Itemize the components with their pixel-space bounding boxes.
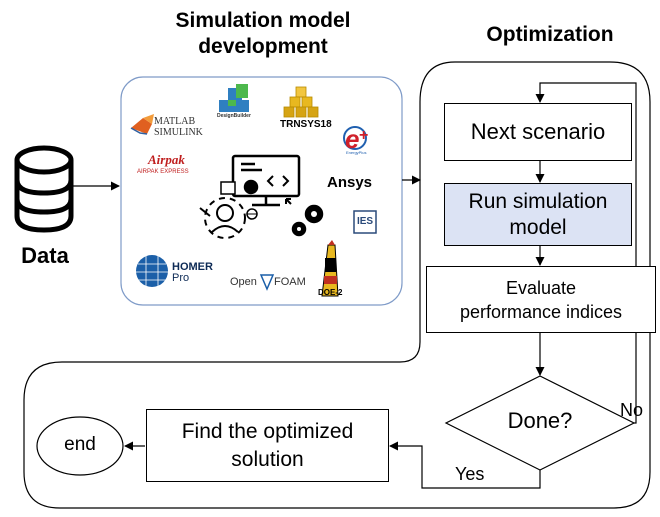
matlab-text: MATLAB [154, 116, 196, 127]
end-terminal [36, 416, 124, 476]
trnsys-logo-icon [283, 86, 319, 118]
data-label: Data [21, 243, 69, 268]
run-simulation-line1: Run simulation [468, 189, 608, 213]
evaluate-line1: Evaluate [505, 277, 577, 298]
find-solution-line2: solution [231, 447, 304, 471]
airpak-express-text: AIRPAK EXPRESS [137, 169, 189, 175]
evaluate-box: Evaluate performance indices [426, 266, 656, 333]
homer-text: HOMER [172, 261, 213, 273]
ies-text: IES [356, 216, 374, 227]
matlab-logo: MATLAB SIMULINK [154, 116, 203, 138]
openfoam-open-text: Open [230, 276, 257, 288]
no-branch-loop [535, 82, 637, 424]
optimization-heading: Optimization [486, 23, 614, 46]
simulation-heading: Simulation model development [118, 8, 408, 60]
yes-branch-path [389, 441, 541, 489]
simulink-text: SIMULINK [154, 127, 203, 138]
energyplus-text: EnergyPlus [346, 150, 367, 155]
find-solution-line1: Find the optimized [181, 419, 354, 443]
engineering-illustration-icon [199, 154, 324, 239]
openfoam-logo-icon [259, 274, 275, 291]
doe2-logo-icon [321, 240, 339, 297]
ies-logo-icon [353, 210, 377, 234]
homer-pro-text: Pro [172, 272, 190, 284]
airpak-logo-text: Airpak [148, 152, 185, 167]
svg-text:+: + [359, 127, 368, 144]
optimization-loop-outline [23, 61, 651, 509]
run-simulation-box: Run simulation model [444, 183, 632, 246]
done-label: Done? [507, 408, 573, 433]
energyplus-logo-icon: e + [343, 124, 368, 154]
run-simulation-line2: model [509, 215, 567, 239]
homer-logo: HOMER Pro [172, 262, 213, 284]
openfoam-foam-text: FOAM [274, 276, 306, 288]
doe2-text: DOE-2 [318, 288, 343, 297]
no-branch-label: No [620, 400, 644, 420]
homer-logo-icon [136, 255, 168, 287]
simulation-heading-line1: Simulation model [175, 9, 351, 32]
matlab-logo-icon [130, 114, 154, 135]
find-solution-box: Find the optimized solution [146, 409, 389, 482]
designbuilder-text: DesignBuilder [217, 113, 251, 119]
evaluate-line2: performance indices [459, 301, 623, 322]
svg-text:e: e [345, 124, 359, 154]
next-scenario-label: Next scenario [470, 119, 606, 144]
yes-branch-label: Yes [455, 464, 485, 484]
end-label: end [64, 434, 96, 455]
simulation-heading-line2: development [198, 35, 328, 58]
ansys-text: Ansys [327, 174, 373, 191]
trnsys-text: TRNSYS18 [280, 119, 332, 130]
next-scenario-box: Next scenario [444, 103, 632, 161]
database-icon [14, 145, 74, 233]
designbuilder-logo-icon [219, 84, 249, 112]
